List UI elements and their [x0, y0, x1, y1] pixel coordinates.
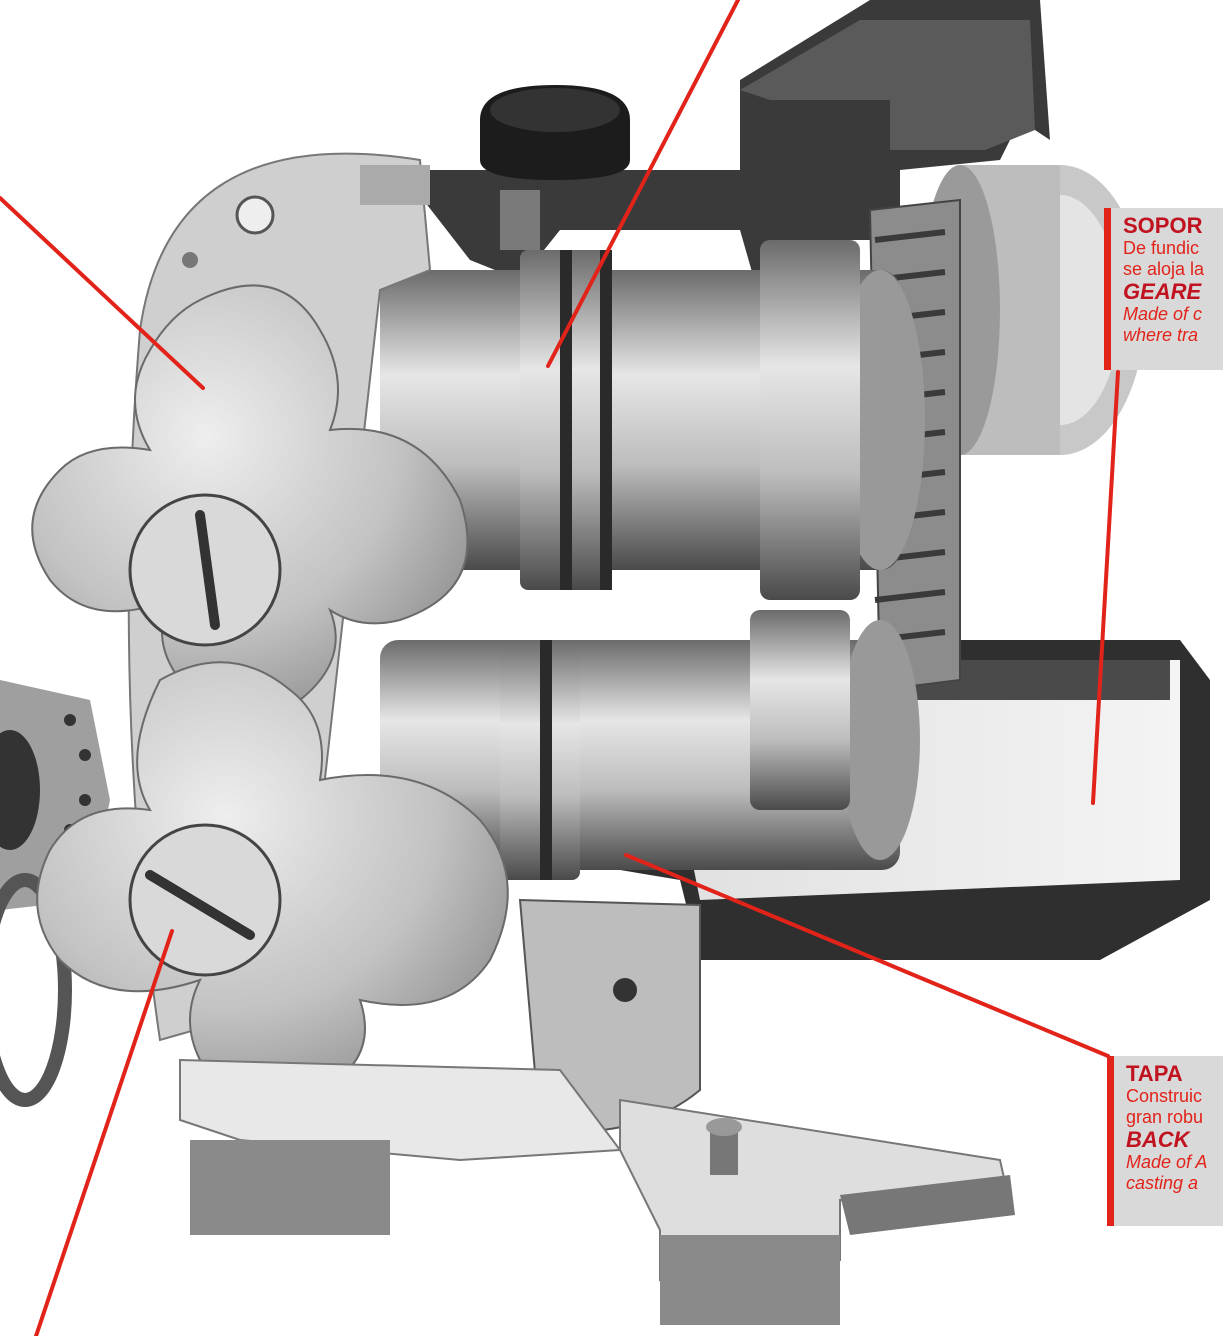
callout-tapa-title: TAPA [1126, 1061, 1183, 1086]
pump-base [179, 1058, 1015, 1325]
callout-tapa-desc-2: gran robu [1126, 1107, 1204, 1127]
fill-plug-knob [480, 85, 630, 250]
callout-soporte-desc-en-1: Made of c [1123, 304, 1203, 324]
callout-soporte-desc-1: De fundic [1123, 238, 1200, 258]
leader-line-rotor-cover [0, 196, 205, 390]
leader-line-bearing [546, 0, 740, 368]
callout-tapa-title-en: BACK [1126, 1127, 1190, 1152]
upper-shaft [380, 240, 925, 600]
leader-line-lower-rotor [34, 929, 174, 1336]
callout-tapa: TAPA Construic gran robu BACK Made of A … [1107, 1056, 1223, 1226]
callout-soporte-title: SOPOR [1123, 213, 1203, 238]
lower-shaft [380, 610, 920, 880]
callout-soporte-title-en: GEARE [1123, 279, 1202, 304]
callout-soporte: SOPOR De fundic se aloja la GEARE Made o… [1104, 208, 1223, 370]
red-leader-lines [0, 0, 1120, 1336]
callout-tapa-desc-1: Construic [1126, 1086, 1203, 1106]
leader-line-soporte [1091, 370, 1120, 805]
callout-tapa-desc-en-2: casting a [1126, 1173, 1199, 1193]
callout-soporte-desc-en-2: where tra [1123, 325, 1199, 345]
leader-line-tapa [624, 853, 1110, 1058]
callout-tapa-desc-en-1: Made of A [1126, 1152, 1208, 1172]
callout-soporte-desc-2: se aloja la [1123, 259, 1205, 279]
upper-rotor [31, 284, 469, 717]
